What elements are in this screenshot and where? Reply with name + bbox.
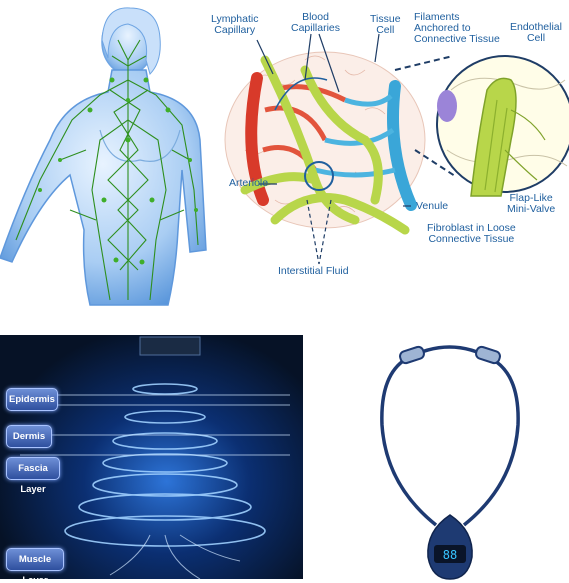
device-neckband (380, 357, 520, 527)
body-lymphatic-illustration (0, 7, 207, 306)
label-blood-capillaries: Blood Capillaries (291, 11, 341, 34)
label-filaments: Filaments Anchored to Connective Tissue (414, 11, 500, 45)
body-hair (101, 7, 161, 75)
label-endothelial-cell: Endothelial Cell (510, 21, 562, 44)
layer-fascia-button: Fascia Layer (6, 457, 60, 495)
layer-epidermis-button: Epidermis (6, 388, 58, 411)
interstitial-fluid-marker (304, 161, 334, 191)
skin-layers-panel: Epidermis Dermis Fascia Layer Muscle Lay… (0, 335, 303, 579)
label-fibroblast: Fibroblast in Loose Connective Tissue (427, 222, 516, 245)
zoom-inset (436, 55, 569, 197)
device-display-value: 88 (443, 548, 457, 562)
neck-massager-device: 88 (380, 345, 520, 580)
lymph-capillaries (240, 55, 410, 235)
pointer-lines (256, 33, 456, 265)
body-contour (99, 129, 181, 162)
label-flap-valve: Flap-Like Mini-Valve (507, 192, 556, 215)
label-interstitial-fluid: Interstitial Fluid (278, 265, 349, 277)
layer-dermis-button: Dermis (6, 425, 52, 448)
label-tissue-cell: Tissue Cell (370, 13, 401, 36)
lymph-network (15, 39, 199, 301)
device-pad-left (399, 345, 425, 365)
device-screen (434, 545, 466, 563)
body-torso (0, 69, 207, 306)
layer-muscle-button: Muscle Layer (6, 548, 64, 579)
label-arteriole: Arteriole (229, 177, 269, 189)
label-venule: Venule (416, 200, 449, 212)
capillary-bed-diagram (224, 33, 569, 265)
endothelial-tube (470, 77, 517, 197)
ultrasound-rings (20, 336, 290, 579)
label-lymphatic-capillary: Lymphatic Capillary (211, 13, 259, 36)
flow-arrow (274, 77, 328, 111)
venule-vessel (387, 80, 417, 211)
lymph-nodes (38, 77, 198, 265)
device-pad-right (475, 345, 501, 365)
fibroblast-cell (437, 90, 457, 122)
